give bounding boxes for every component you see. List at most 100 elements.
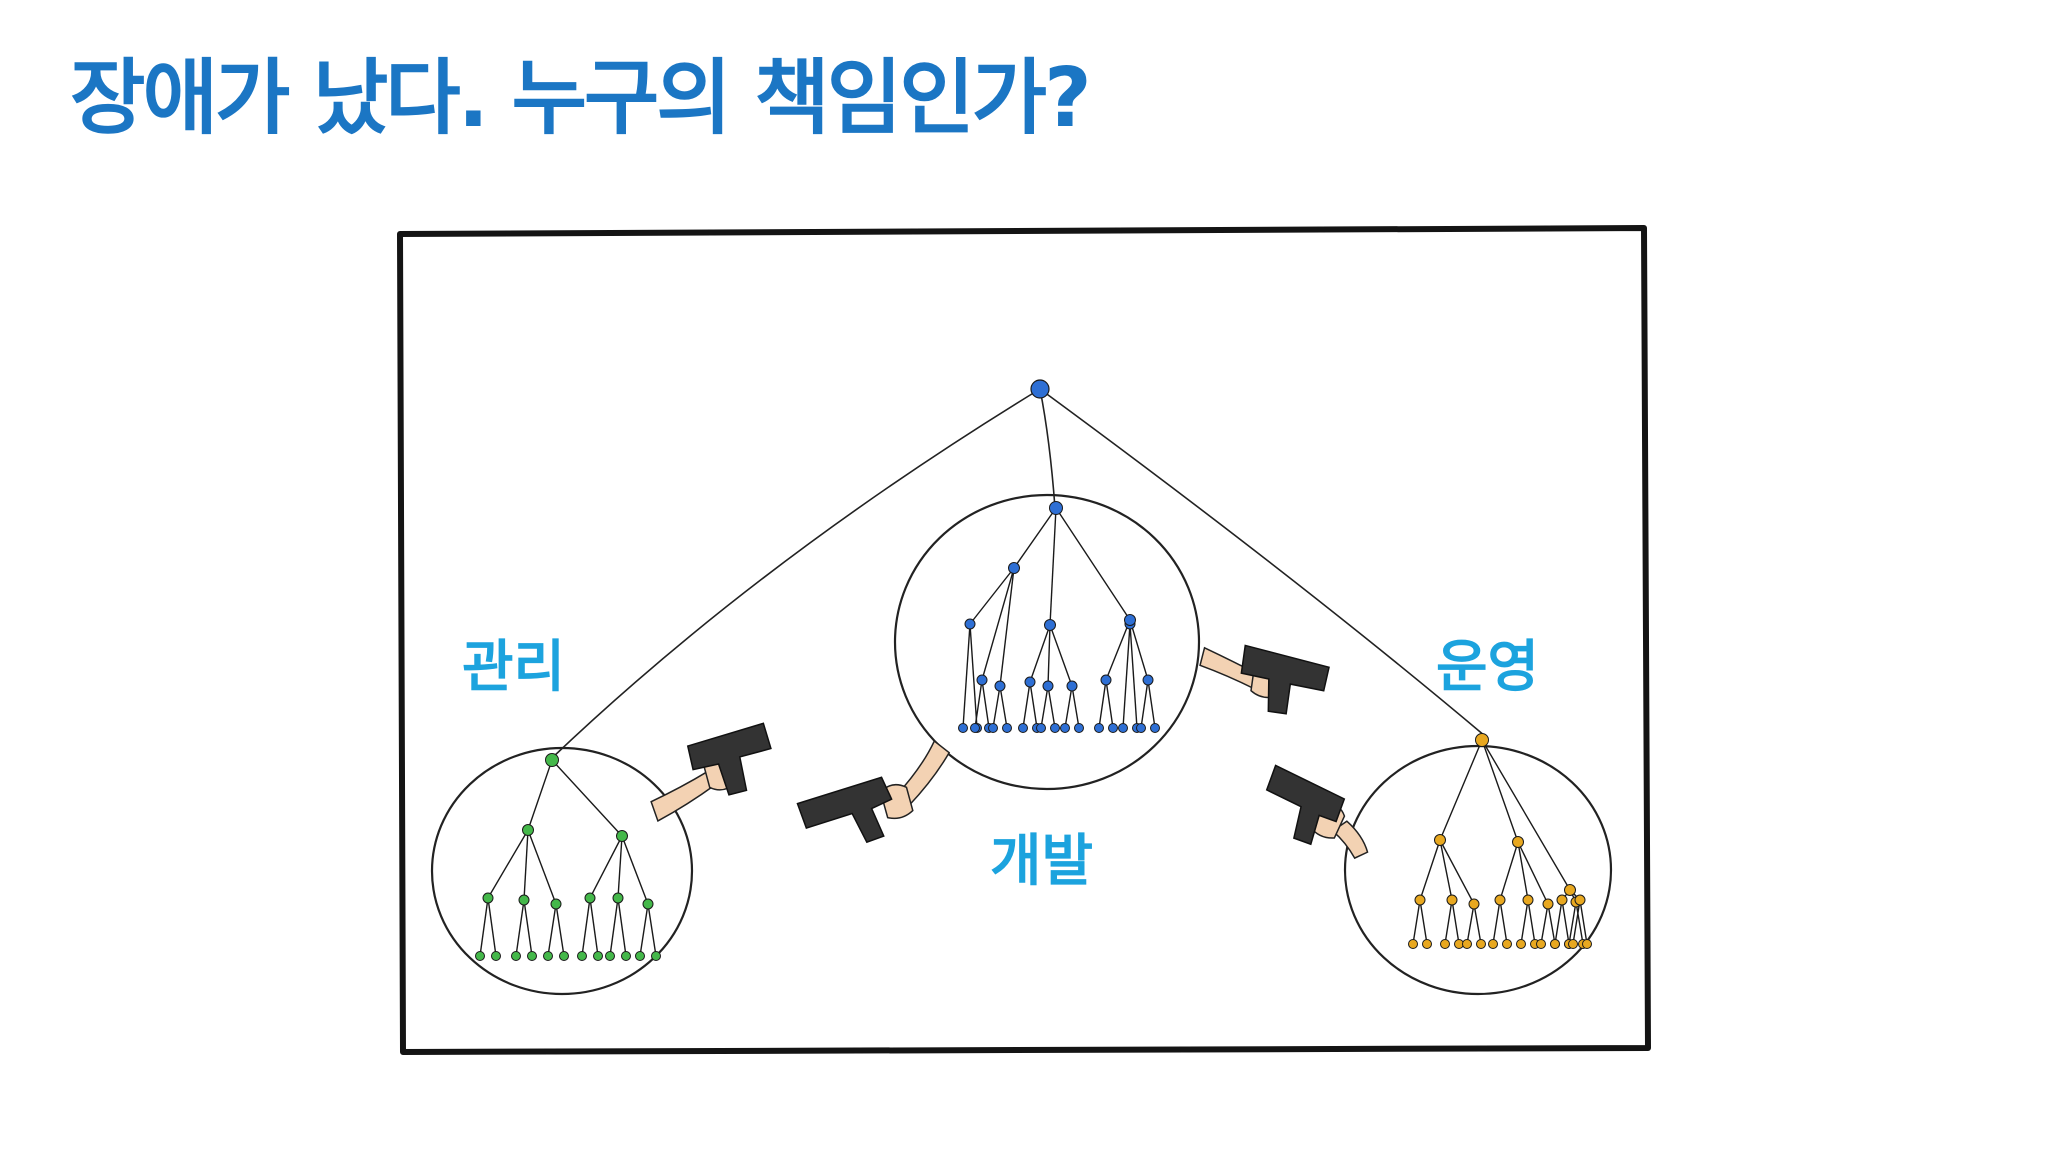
tree-edge bbox=[1444, 899, 1453, 945]
tree-edge bbox=[1527, 899, 1536, 945]
tree-edge bbox=[1419, 839, 1441, 901]
tree-edge bbox=[1040, 685, 1049, 729]
tree-node bbox=[1440, 939, 1450, 949]
tree-edge bbox=[1499, 899, 1508, 945]
tree-node bbox=[1074, 723, 1084, 733]
tree-node bbox=[616, 830, 628, 842]
tree-edge bbox=[981, 679, 990, 729]
tree-edge bbox=[1412, 899, 1421, 945]
tree-edge bbox=[1105, 679, 1114, 729]
tree-node bbox=[1462, 939, 1472, 949]
tree-edge bbox=[1481, 739, 1519, 843]
tree-node bbox=[518, 894, 530, 906]
tree-node bbox=[1002, 723, 1012, 733]
tree-node bbox=[1516, 939, 1526, 949]
tree-edge bbox=[1439, 839, 1475, 905]
tree-node bbox=[1522, 894, 1534, 906]
tree-node bbox=[642, 898, 654, 910]
tree-edge bbox=[621, 835, 649, 905]
tree-node bbox=[1118, 723, 1128, 733]
tree-node bbox=[1488, 939, 1498, 949]
tree-node bbox=[621, 951, 631, 961]
tree-node bbox=[511, 951, 521, 961]
tree-edge bbox=[487, 897, 497, 957]
tree-edge bbox=[609, 897, 619, 957]
tree-node bbox=[1044, 619, 1056, 631]
tree-node bbox=[1024, 676, 1036, 688]
tree-edge bbox=[515, 899, 525, 957]
tree-node bbox=[1475, 733, 1489, 747]
tree-edge bbox=[551, 759, 623, 837]
tree-edge bbox=[547, 903, 557, 957]
label-development: 개발 bbox=[990, 829, 1093, 894]
tree-edge bbox=[1129, 623, 1138, 729]
gun-hand-development-right bbox=[1199, 644, 1330, 715]
tree-edge bbox=[1071, 685, 1080, 729]
tree-node bbox=[593, 951, 603, 961]
tree-node bbox=[964, 618, 976, 630]
tree-node bbox=[1550, 939, 1560, 949]
tree-edge bbox=[1520, 899, 1529, 945]
tree-node bbox=[543, 951, 553, 961]
tree-edge bbox=[1047, 685, 1056, 729]
gun-hand-management bbox=[650, 722, 772, 823]
tree-edge bbox=[1029, 624, 1051, 683]
tree-node bbox=[1502, 939, 1512, 949]
tree-node bbox=[651, 951, 661, 961]
development-circle bbox=[893, 493, 1201, 791]
tree-node bbox=[994, 680, 1006, 692]
tree-edge bbox=[1579, 899, 1588, 945]
label-operations: 운영 bbox=[1436, 635, 1539, 700]
root-connectors bbox=[551, 388, 1486, 759]
tree-node bbox=[988, 723, 998, 733]
tree-edge bbox=[581, 897, 591, 957]
tree-node bbox=[577, 951, 587, 961]
tree-node bbox=[1124, 614, 1136, 626]
root-node bbox=[1030, 379, 1050, 399]
tree-node bbox=[1136, 723, 1146, 733]
tree-edge bbox=[1147, 679, 1156, 729]
tree-edge bbox=[1561, 899, 1570, 945]
tree-edge bbox=[1572, 899, 1581, 945]
tree-edge bbox=[969, 567, 1015, 625]
tree-node bbox=[550, 898, 562, 910]
tree-node bbox=[522, 824, 534, 836]
tree-edge bbox=[974, 679, 983, 729]
tree-edge bbox=[999, 567, 1015, 687]
tree-node bbox=[1018, 723, 1028, 733]
tree-node bbox=[970, 723, 980, 733]
tree-edge bbox=[1568, 901, 1577, 945]
tree-node bbox=[1422, 939, 1432, 949]
tree-edge bbox=[1481, 739, 1571, 891]
tree-node bbox=[1564, 884, 1576, 896]
tree-edge bbox=[555, 903, 565, 957]
tree-node bbox=[1008, 562, 1020, 574]
label-management: 관리 bbox=[462, 635, 565, 700]
tree-node bbox=[1556, 894, 1568, 906]
tree-edge bbox=[1499, 841, 1519, 901]
tree-node bbox=[1434, 834, 1446, 846]
tree-edge bbox=[617, 835, 623, 899]
tree-node bbox=[559, 951, 569, 961]
tree-node bbox=[1108, 723, 1118, 733]
tree-node bbox=[1049, 501, 1063, 515]
tree-node bbox=[482, 892, 494, 904]
tree-edge bbox=[523, 829, 529, 901]
tree-edge bbox=[1466, 903, 1475, 945]
tree-edge bbox=[1049, 624, 1073, 687]
tree-node bbox=[635, 951, 645, 961]
tree-node bbox=[1142, 674, 1154, 686]
tree-edge bbox=[639, 903, 649, 957]
tree-node bbox=[958, 723, 968, 733]
tree-node bbox=[1574, 894, 1586, 906]
tree-node bbox=[1060, 723, 1070, 733]
tree-node bbox=[1582, 939, 1592, 949]
tree-node bbox=[1050, 723, 1060, 733]
tree-node bbox=[1100, 674, 1112, 686]
tree-node bbox=[475, 951, 485, 961]
tree-node bbox=[1476, 939, 1486, 949]
tree-node bbox=[1446, 894, 1458, 906]
tree-edge bbox=[479, 897, 489, 957]
tree-edge bbox=[1049, 507, 1057, 626]
